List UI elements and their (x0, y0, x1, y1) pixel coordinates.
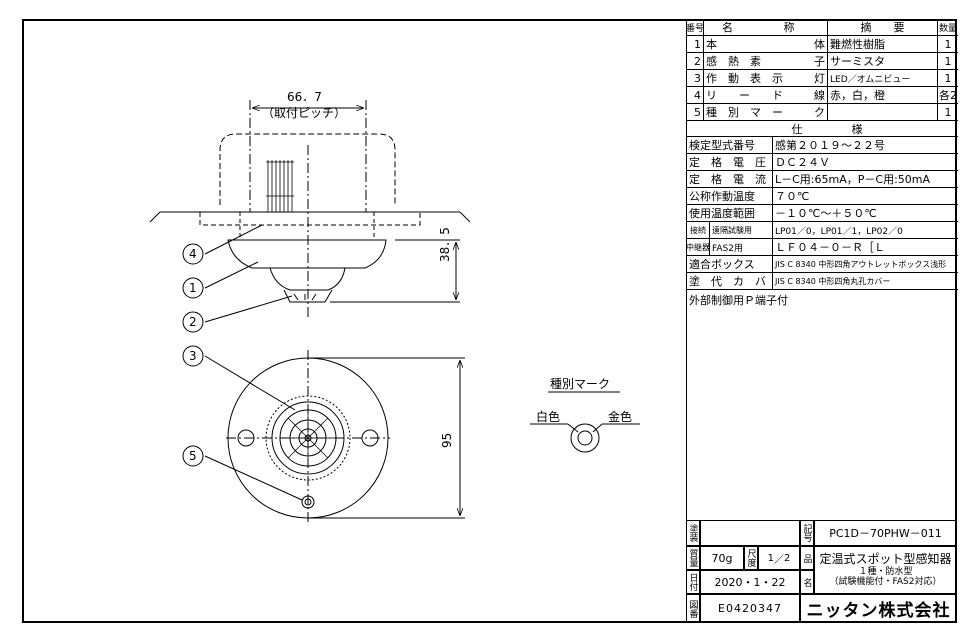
date: 2020・1・22 (700, 570, 800, 594)
side-view (149, 100, 471, 320)
spec-row: 適合ボックス JIS C 8340 中形四角アウトレットボックス浅形 (687, 256, 958, 273)
product-name: 定温式スポット型感知器 １種・防水型 （試験機能付・FAS2対応） (814, 546, 957, 594)
pitch-note: （取付ピッチ） (262, 106, 347, 120)
spec-header: 仕 様 (687, 121, 958, 137)
type-mark-white: 白色 (536, 410, 561, 424)
bottom-view (226, 350, 465, 525)
drawing-number: E0420347 (700, 594, 800, 623)
parts-row: 3 作 動 表 示 灯 LED／オムニビュー 1 (687, 70, 958, 87)
parts-spec-table: 番号 名 称 摘 要 数量 1 本 体 難燃性樹脂 1 2 感 熱 素 子 サー… (686, 19, 958, 623)
mass: 70g (700, 546, 744, 570)
scale: 1／2 (758, 546, 800, 570)
spec-row: 塗 代 カ バ ー JIS C 8340 中形四角丸孔カバー (687, 273, 958, 290)
spec-row: 検定型式番号 感第２０１９～２２号 (687, 137, 958, 154)
drawing-frame (22, 19, 957, 623)
height-dimension: 38．5 (438, 227, 452, 262)
balloon-5: 5 (189, 449, 197, 463)
spec-row: 定 格 電 圧 ＤＣ２４Ｖ (687, 154, 958, 171)
parts-row: 5 種 別 マ ー ク 1 (687, 104, 958, 121)
balloon-4: 4 (189, 247, 197, 261)
spec-row: 中継器 FAS2用 ＬＦ０４－０－Ｒ［Ｌ (687, 239, 958, 256)
drawing-code: PC1D－70PHW－011 (814, 520, 957, 546)
spec-row: 使用温度範囲 －１０℃～＋５０℃ (687, 205, 958, 222)
company-logo: ニッタン株式会社 (800, 594, 957, 623)
spec-row: 接続 遠隔試験用 LP01／0，LP01／1，LP02／0 (687, 222, 958, 239)
spec-row: 公称作動温度 ７０℃ (687, 188, 958, 205)
balloon-2: 2 (189, 315, 197, 329)
diameter-dimension: 95 (440, 432, 454, 448)
balloon-1: 1 (189, 281, 197, 295)
balloon-3: 3 (189, 349, 197, 363)
type-mark-gold: 金色 (608, 410, 633, 424)
pitch-dimension: 66．7 (287, 90, 322, 104)
spec-row: 定 格 電 流 L－C用:65mA，P－C用:50mA (687, 171, 958, 188)
spec-note: 外部制御用Ｐ端子付 (689, 293, 788, 307)
type-mark-title: 種別マーク (550, 377, 611, 391)
parts-row: 2 感 熱 素 子 サーミスタ 1 (687, 53, 958, 70)
parts-header: 番号 名 称 摘 要 数量 (687, 19, 958, 36)
parts-row: 1 本 体 難燃性樹脂 1 (687, 36, 958, 53)
parts-row: 4 リ ー ド 線 赤，白，橙 各2 (687, 87, 958, 104)
